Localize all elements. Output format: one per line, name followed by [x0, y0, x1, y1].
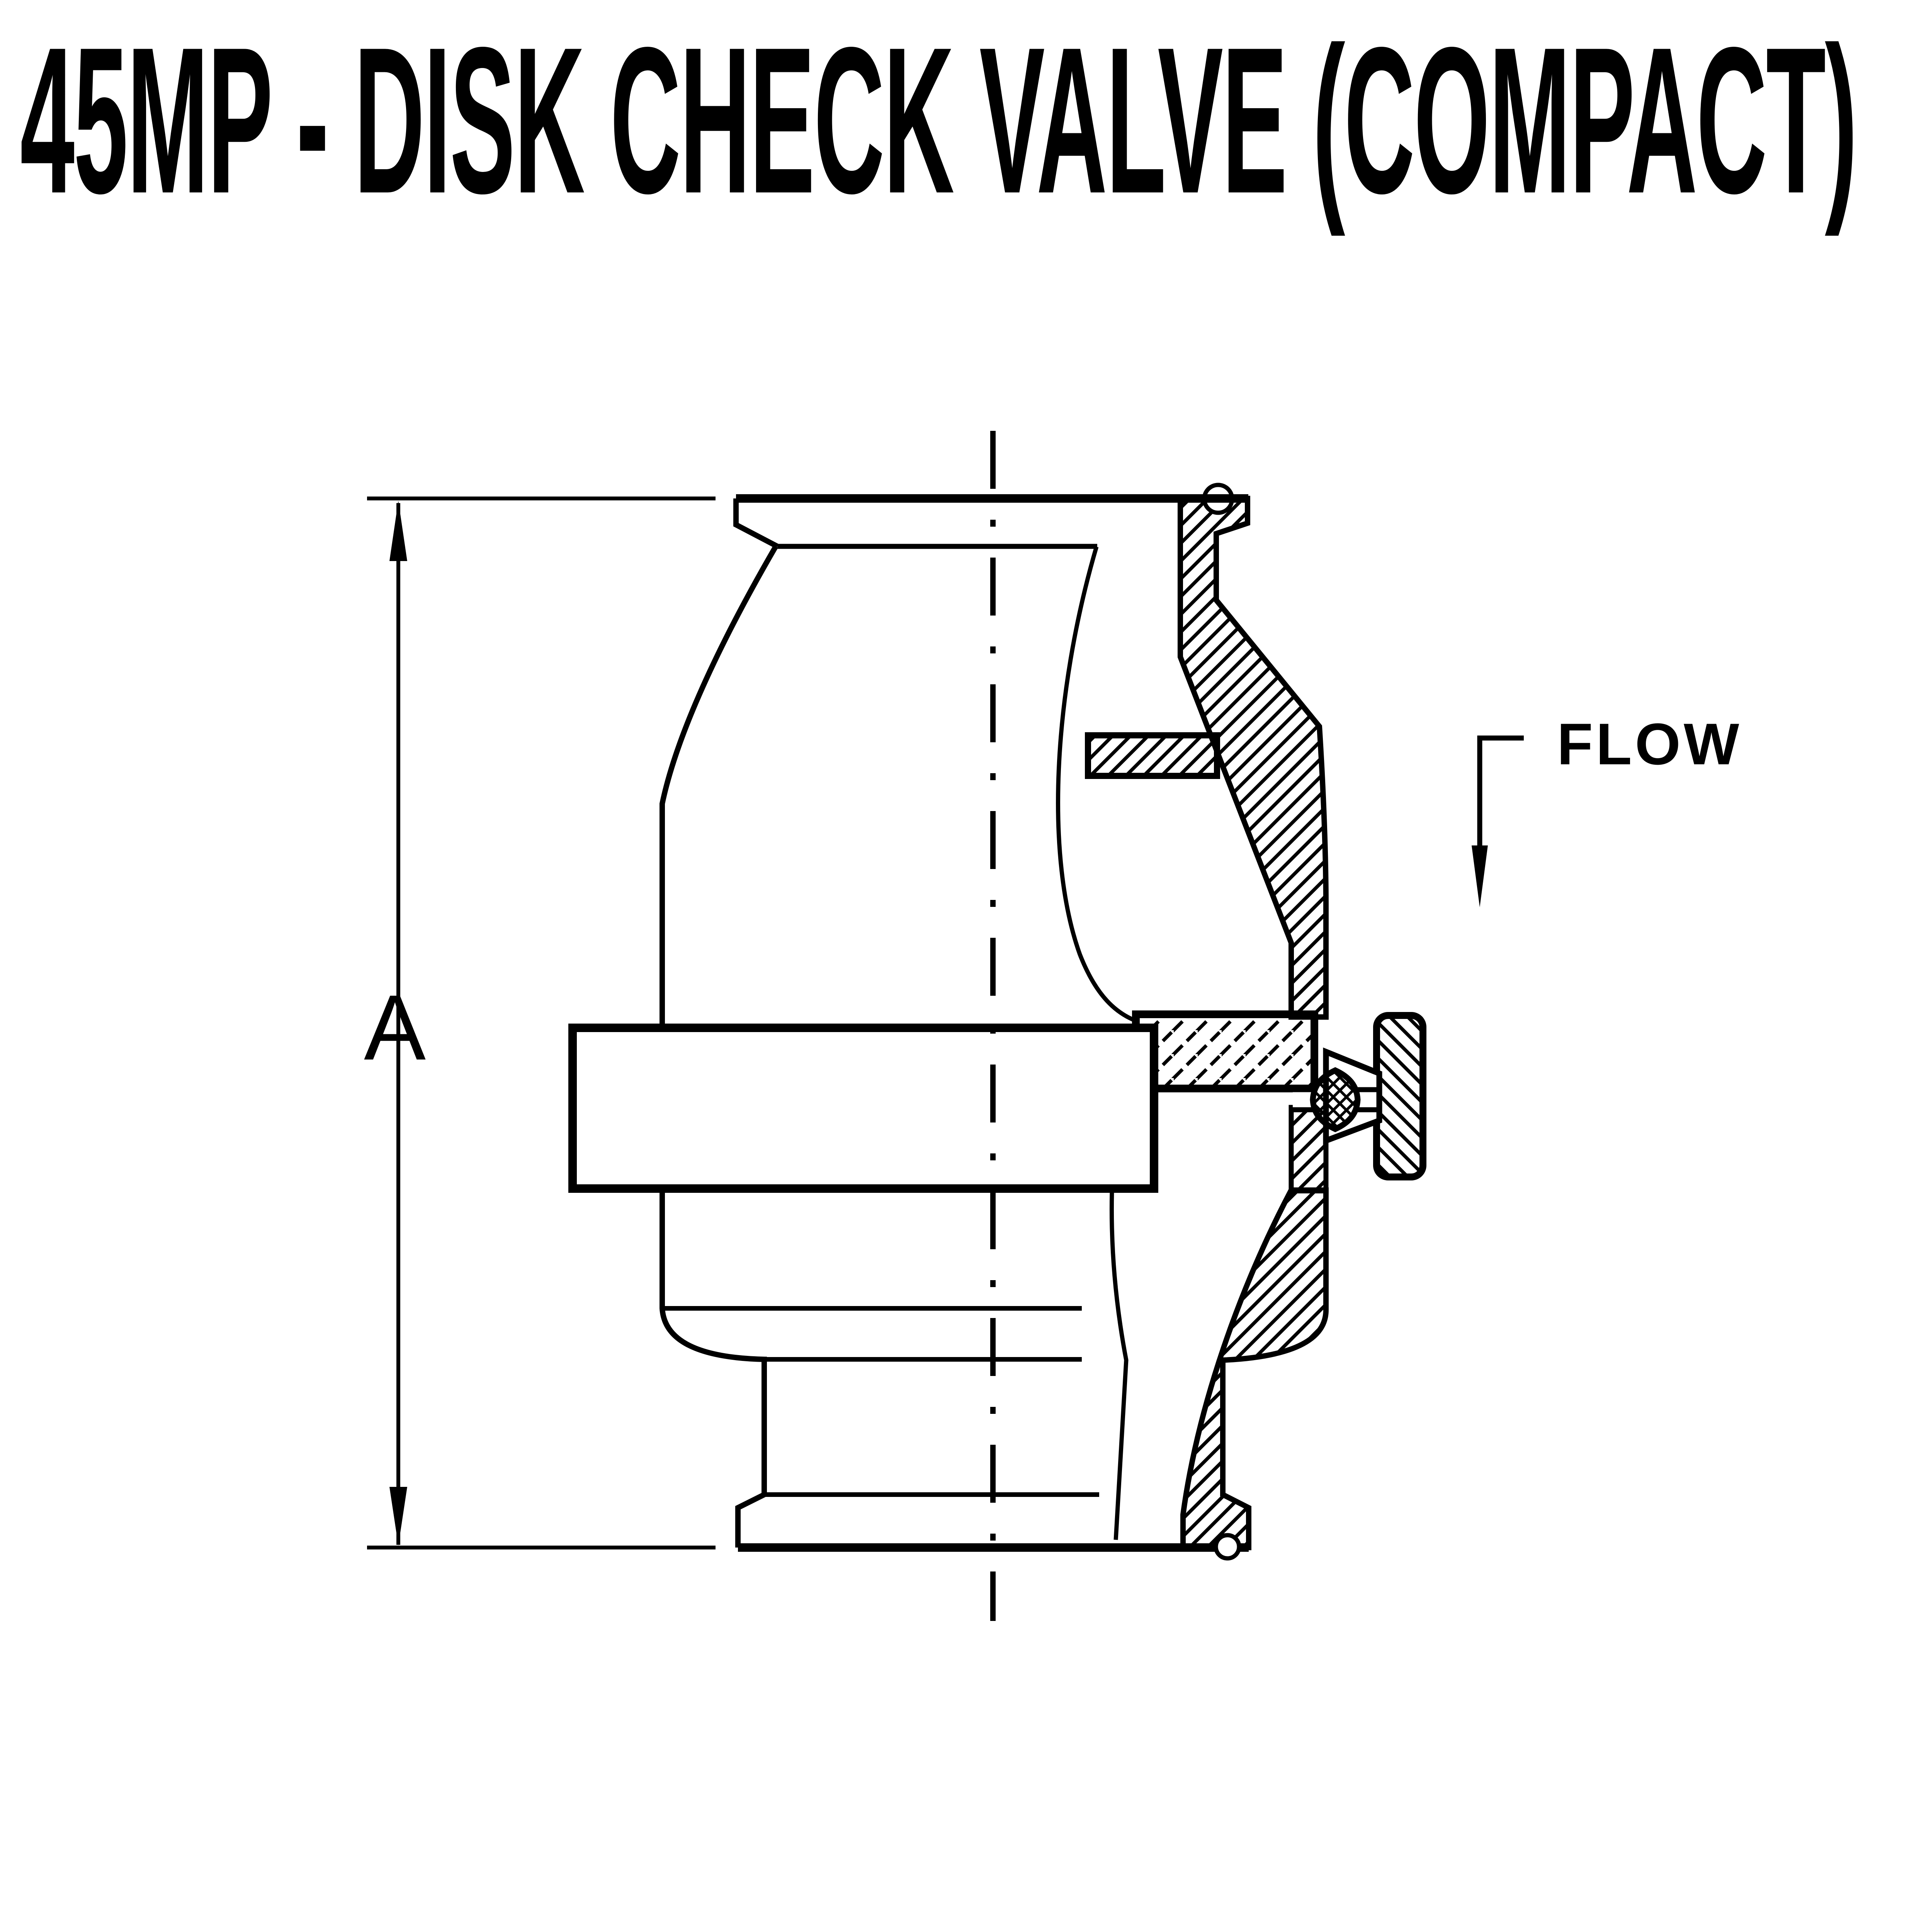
pin-head-section — [1310, 1067, 1361, 1133]
ferrule-top-left-outline — [733, 498, 779, 549]
flow-arrowhead — [1472, 845, 1488, 907]
valve-section-drawing: A FLOW — [364, 431, 1742, 1621]
dimension-a: A — [364, 497, 716, 1549]
dimension-arrow-up — [389, 501, 407, 561]
valve-seat-bar-section — [1085, 732, 1220, 779]
page-title: 45MP - DISK CHECK VALVE (COMPACT) — [20, 4, 1858, 237]
valve-upper-right-wall-section — [1178, 496, 1329, 1020]
dimension-arrow-down — [389, 1487, 407, 1546]
dimension-a-label: A — [364, 976, 426, 1079]
pin-shaft-lines — [1293, 1087, 1378, 1112]
valve-lower-right-wall-section — [1180, 1187, 1329, 1550]
bore-line-upper — [1056, 546, 1137, 1023]
pin-button — [1373, 1012, 1426, 1180]
body-left-lower-outline — [660, 1189, 767, 1548]
flow-label: FLOW — [1557, 711, 1742, 777]
flow-indicator: FLOW — [1472, 711, 1742, 907]
body-seam-lines — [662, 1306, 1099, 1497]
clamp-band — [568, 1024, 1158, 1193]
body-left-upper-outline — [660, 545, 779, 1028]
gasket-section — [1132, 1010, 1318, 1092]
gasket-groove-notch-bottom — [1214, 1533, 1241, 1561]
